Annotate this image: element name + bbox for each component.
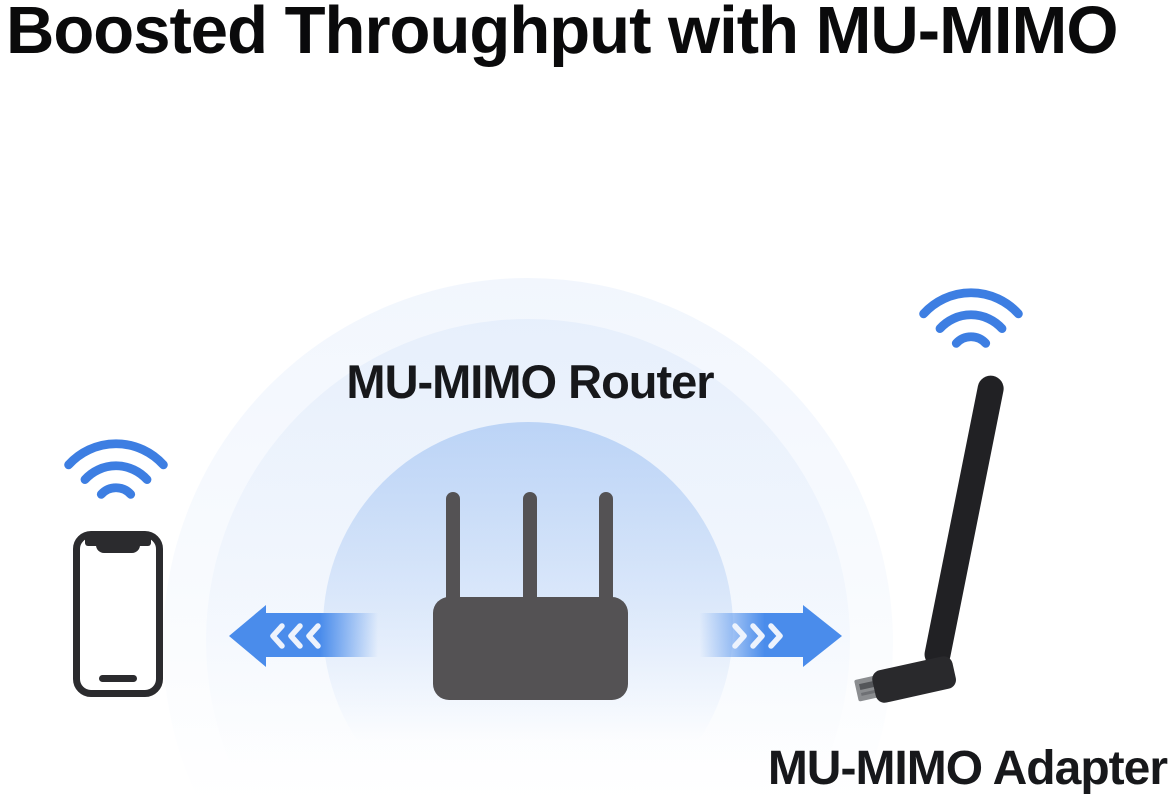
wireless-router-icon — [433, 597, 628, 700]
router-antenna — [446, 492, 460, 604]
smartphone-icon — [73, 531, 163, 697]
wifi-signal-icon — [64, 439, 168, 499]
left-arrow-icon — [229, 605, 378, 667]
adapter-label: MU-MIMO Adapter — [767, 742, 1168, 795]
right-chevrons-icon — [732, 623, 783, 649]
adapter-antenna-blade — [924, 375, 1004, 668]
phone-notch — [96, 537, 140, 553]
usb-wifi-adapter-icon — [854, 375, 1004, 703]
router-antenna — [523, 492, 537, 604]
phone-home-indicator — [99, 675, 137, 682]
router-label: MU-MIMO Router — [346, 355, 714, 408]
wifi-signal-icon — [919, 288, 1023, 348]
adapter-body — [872, 656, 956, 703]
page-title: Boosted Throughput with MU-MIMO — [6, 0, 1118, 68]
router-antenna — [599, 492, 613, 604]
left-chevrons-icon — [270, 623, 321, 649]
right-arrow-icon — [700, 605, 842, 667]
